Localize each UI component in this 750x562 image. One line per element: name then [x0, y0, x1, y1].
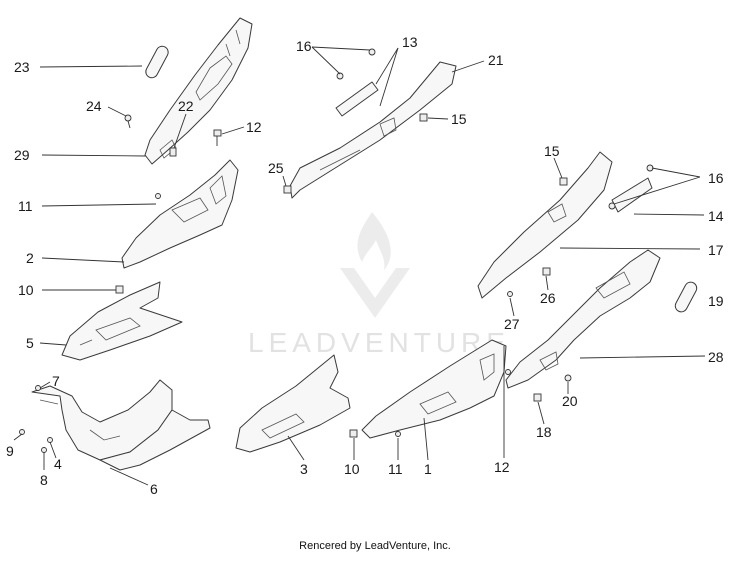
callout-11: 11: [18, 198, 33, 214]
callout-28: 28: [708, 349, 724, 365]
callout-18: 18: [536, 424, 552, 440]
callout-12: 12: [246, 119, 262, 135]
leader-lines: [13, 46, 706, 486]
screw-27-icon: [507, 291, 513, 297]
part-28-right-inner-panel: [505, 249, 661, 389]
part-21-center-frame-cover: [289, 61, 457, 199]
clip-10-icon: [115, 285, 124, 294]
screw-12-icon: [213, 129, 222, 146]
callout-21: 21: [488, 52, 504, 68]
watermark-text: LEADVENTURE: [248, 327, 510, 358]
clip-10b-icon: [349, 429, 358, 438]
callout-27: 27: [504, 316, 520, 332]
callout-17: 17: [708, 242, 724, 258]
screw-16-icon: [336, 48, 376, 80]
callout-12b: 12: [494, 459, 510, 475]
callout-11b: 11: [388, 461, 403, 477]
part-13-bracket: [335, 81, 379, 117]
screw-11-icon: [155, 193, 161, 199]
callout-24: 24: [86, 98, 102, 114]
part-17-right-upper-cover: [477, 151, 613, 299]
screw-9-icon: [19, 429, 25, 435]
callout-6: 6: [150, 481, 158, 497]
clip-18-icon: [533, 393, 542, 402]
callout-1: 1: [424, 461, 432, 477]
part-19-emblem: [674, 281, 698, 313]
screw-24-icon: [124, 114, 132, 129]
leadventure-watermark: LEADVENTURE: [248, 212, 510, 358]
callout-13: 13: [402, 34, 418, 50]
clip-15b-icon: [559, 177, 568, 186]
render-credit: Rencered by LeadVenture, Inc.: [299, 540, 451, 552]
callout-20: 20: [562, 393, 578, 409]
callout-16b: 16: [708, 170, 724, 186]
clip-26-icon: [542, 267, 551, 276]
flame-logo-icon: [340, 212, 410, 318]
screw-20-icon: [564, 374, 572, 382]
clip-22-icon: [169, 147, 177, 157]
clip-15-icon: [419, 113, 428, 122]
callout-4: 4: [54, 456, 62, 472]
screw-8-icon: [41, 447, 47, 453]
part-5-lower-panel: [61, 281, 183, 361]
callout-3: 3: [300, 461, 308, 477]
part-29-left-inner-panel: [144, 17, 253, 165]
callout-labels: 23 24 22 12 29 11 2 10 5 7 9 8 4 6 16 13…: [6, 34, 724, 497]
clip-25-icon: [283, 185, 292, 194]
part-14-small-bracket: [611, 177, 653, 213]
callout-5: 5: [26, 335, 34, 351]
clip-7-icon: [35, 385, 41, 391]
screw-11b-icon: [395, 431, 401, 437]
callout-25: 25: [268, 160, 284, 176]
part-2-left-side-panel: [121, 159, 239, 269]
callout-16: 16: [296, 38, 312, 54]
callout-9: 9: [6, 443, 14, 459]
part-3-right-lower-panel: [235, 354, 351, 453]
screw-12b-icon: [505, 369, 511, 375]
callout-7: 7: [52, 373, 60, 389]
callout-15b: 15: [544, 143, 560, 159]
callout-10: 10: [18, 282, 34, 298]
callout-26: 26: [540, 290, 556, 306]
callout-2: 2: [26, 250, 34, 266]
callout-10b: 10: [344, 461, 360, 477]
part-23-emblem: [145, 45, 169, 79]
screw-16b-icon: [608, 164, 654, 210]
callout-15: 15: [451, 111, 467, 127]
callout-22: 22: [178, 98, 194, 114]
callout-8: 8: [40, 472, 48, 488]
callout-19: 19: [708, 293, 724, 309]
part-6-front-lower-cowl: [31, 379, 211, 471]
hardware-fasteners: [19, 48, 654, 453]
callout-29: 29: [14, 147, 30, 163]
callout-23: 23: [14, 59, 30, 75]
callout-14: 14: [708, 208, 724, 224]
screw-4-icon: [47, 437, 53, 443]
